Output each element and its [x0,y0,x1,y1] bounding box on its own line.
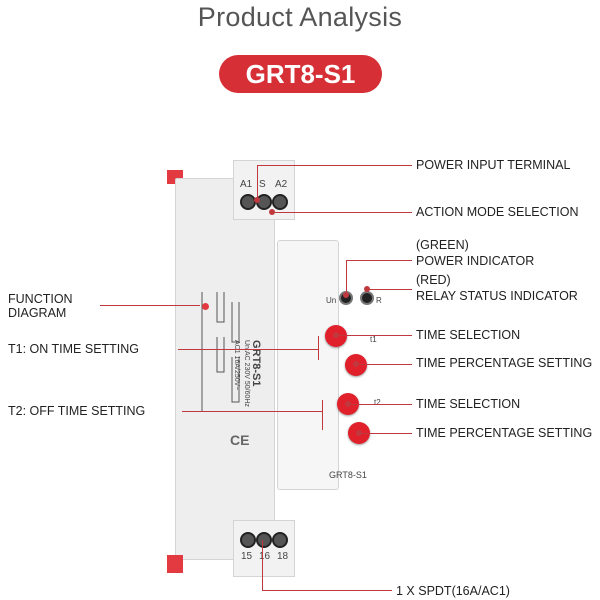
terminal-a1-label: A1 [240,179,253,190]
label-t1-on-time-setting: T1: ON TIME SETTING [8,342,140,356]
screw-terminal-a2 [272,194,288,210]
terminal-a2-label: A2 [275,179,288,190]
screw-terminal-a1 [240,194,256,210]
callout-line-function [100,305,200,306]
terminal-18-label: 18 [277,551,289,562]
side-spec-contact: AC1 16A/250V~ [233,340,240,391]
function-diagram-graphic [201,292,240,412]
label-green-tag: (GREEN) [416,238,469,252]
front-model-text: GRT8-S1 [329,470,367,480]
callout-bracket-t2 [322,400,323,430]
callout-line-spdt [262,590,392,591]
label-red-tag: (RED) [416,273,451,287]
terminal-15-label: 15 [241,551,253,562]
relay-led [360,291,374,305]
callout-dot-time-selection-1 [333,332,339,338]
callout-dot-power-input [254,197,260,203]
callout-line-t1 [178,349,318,350]
callout-line-power-indicator [346,260,412,261]
callout-line-action-mode [272,212,412,213]
label-time-selection-2: TIME SELECTION [416,397,521,411]
device-front-panel [277,240,339,490]
callout-dot-time-selection-2 [345,401,351,407]
callout-line-power-input [257,165,412,166]
ce-mark: CE [230,432,250,448]
label-diagram: DIAGRAM [8,306,67,320]
label-t2-off-time-setting: T2: OFF TIME SETTING [8,404,146,418]
screw-terminal-16 [256,532,272,548]
side-model-text: GRT8-S1 [250,340,262,387]
label-power-input-terminal: POWER INPUT TERMINAL [416,158,571,172]
callout-dot-power-indicator [343,292,349,298]
label-spdt: 1 X SPDT(16A/AC1) [396,584,510,598]
terminal-s-label: S [259,179,266,190]
page-title: Product Analysis [197,2,403,32]
function-diagram-marker [202,303,209,310]
callout-line-time-selection-1 [336,335,412,336]
callout-line-time-percentage-2 [359,433,412,434]
device-side-body [175,178,275,560]
callout-dot-time-percentage-1 [353,361,359,367]
label-relay-status-indicator: RELAY STATUS INDICATOR [416,289,578,303]
din-clip-bottom [167,555,183,573]
led-r-label: R [376,296,382,305]
callout-dot-time-percentage-2 [356,430,362,436]
callout-line-time-percentage-1 [356,364,412,365]
callout-line-time-selection-2 [348,404,412,405]
callout-line-power-input-vertical [257,165,258,200]
label-time-percentage-1: TIME PERCENTAGE SETTING [416,356,593,370]
callout-line-relay-status [367,289,412,290]
callout-line-power-indicator-vertical [346,260,347,294]
terminal-block-top [233,160,295,220]
screw-terminal-15 [240,532,256,548]
callout-dot-relay-status [364,286,370,292]
screw-terminal-18 [272,532,288,548]
terminal-block-bottom [233,520,295,577]
side-spec-voltage: Un:AC 230V 50/60Hz [243,340,250,407]
callout-bracket-t1 [318,336,319,360]
label-power-indicator: POWER INDICATOR [416,254,535,268]
led-un-label: Un [326,296,337,305]
label-function: FUNCTION [8,292,73,306]
model-badge: GRT8-S1 [219,55,382,93]
label-time-percentage-2: TIME PERCENTAGE SETTING [416,426,593,440]
callout-line-t2 [182,411,322,412]
callout-line-spdt-vertical [262,540,263,590]
label-action-mode-selection: ACTION MODE SELECTION [416,205,579,219]
label-time-selection-1: TIME SELECTION [416,328,521,342]
callout-dot-action-mode [269,209,275,215]
t2-label: t2 [374,398,381,407]
terminal-16-label: 16 [259,551,271,562]
t1-label: t1 [370,335,377,344]
